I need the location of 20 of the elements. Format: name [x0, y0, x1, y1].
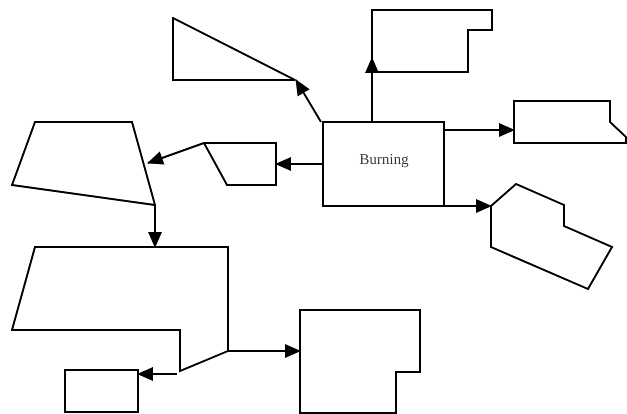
box-label: Burning — [359, 151, 409, 170]
notched-shape — [514, 101, 627, 144]
notched-shape — [491, 184, 613, 290]
trapezoid-shape — [12, 122, 156, 206]
arrow — [228, 344, 301, 358]
arrow — [147, 142, 204, 165]
arrow — [275, 157, 323, 171]
arrow — [365, 57, 379, 122]
notched-shape — [300, 310, 421, 414]
arrow — [444, 199, 492, 213]
triangle-shape — [173, 18, 296, 81]
process-box — [323, 122, 445, 207]
notched-shape — [12, 247, 229, 372]
notched-shape — [372, 10, 493, 73]
arrow — [295, 79, 322, 123]
parallelogram-shape — [204, 143, 277, 186]
arrow — [444, 123, 515, 137]
arrow — [137, 367, 177, 381]
rectangle-shape — [65, 370, 139, 413]
arrow — [148, 205, 162, 248]
